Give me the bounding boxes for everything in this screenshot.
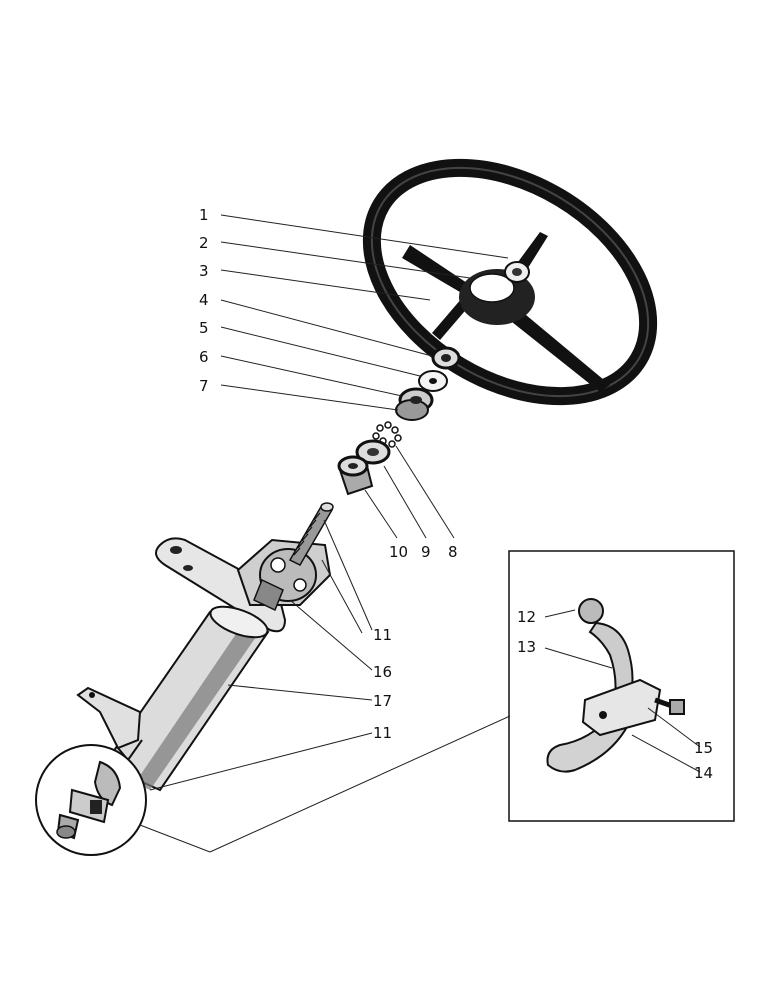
bush-10 (337, 455, 374, 496)
callout-14: 14 (694, 764, 713, 782)
callout-11-upper: 11 (373, 626, 392, 644)
callout-2: 2 (199, 234, 209, 252)
callout-7: 7 (199, 377, 209, 395)
callout-16: 16 (373, 663, 392, 681)
callout-13: 13 (517, 638, 536, 656)
callout-15: 15 (694, 739, 713, 757)
callout-11-lower: 11 (373, 724, 392, 742)
race-9 (355, 439, 391, 465)
callout-3: 3 (199, 262, 209, 280)
callout-6: 6 (199, 348, 209, 366)
callout-1: 1 (199, 206, 209, 224)
shaft-11 (288, 502, 334, 566)
leader-lines (139, 214, 701, 853)
cap-nut-4 (431, 346, 461, 370)
column-bracket (155, 537, 287, 633)
callout-17: 17 (373, 692, 392, 710)
ball-bearings-8 (372, 421, 402, 448)
callouts: 1 2 3 4 5 6 7 10 9 8 11 16 17 11 12 13 1… (199, 206, 713, 782)
callout-9: 9 (421, 543, 431, 561)
universal-joint-detail (35, 744, 147, 856)
column-tube-17 (102, 605, 270, 792)
callout-12: 12 (517, 608, 536, 626)
steering-wheel (362, 158, 658, 406)
callout-5: 5 (199, 319, 209, 337)
inset-box (508, 550, 735, 822)
bush-6-7 (395, 387, 434, 421)
steering-box-16 (236, 538, 332, 612)
callout-8: 8 (448, 543, 458, 561)
washer-5 (418, 370, 448, 392)
callout-4: 4 (199, 291, 209, 309)
callout-10: 10 (389, 543, 408, 561)
